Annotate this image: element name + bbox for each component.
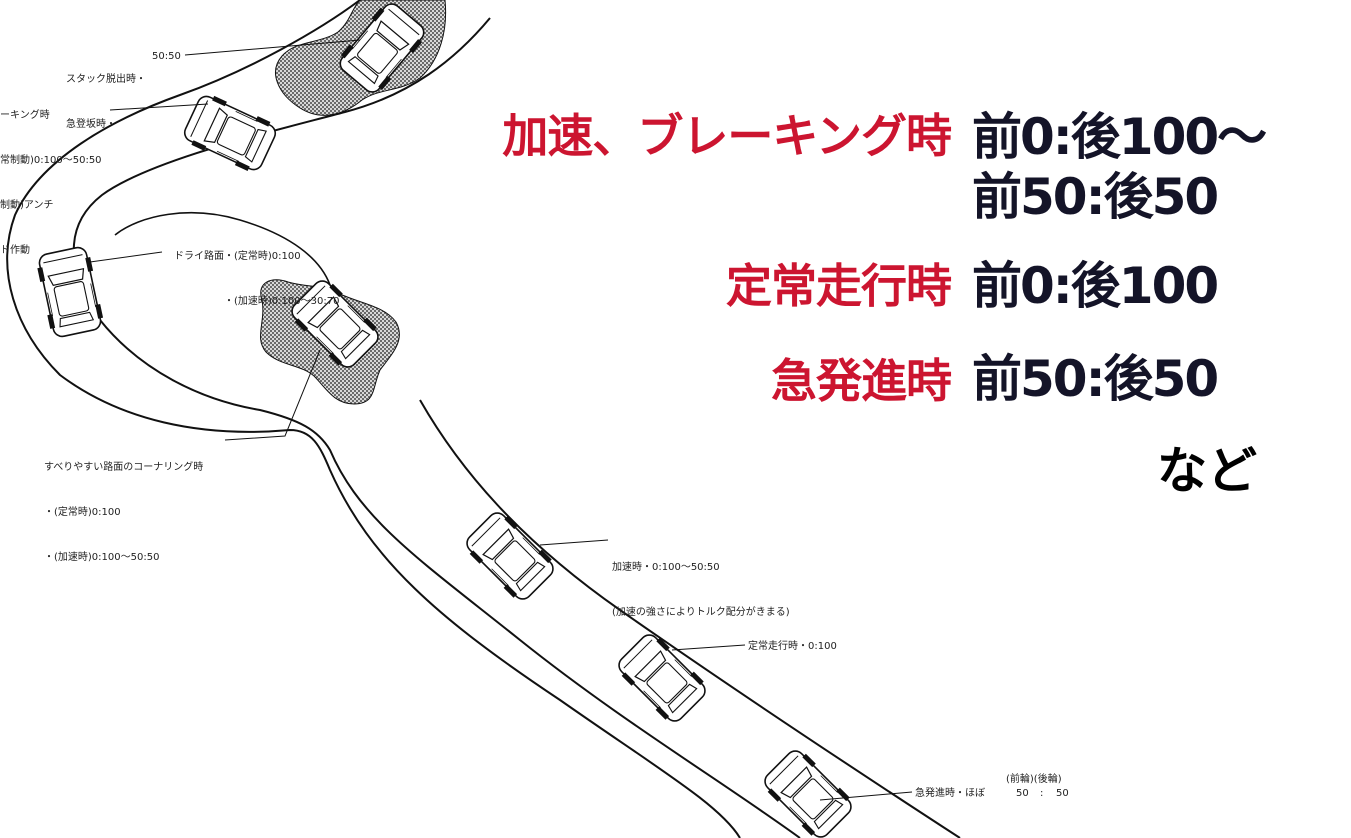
- callout-launch-line1: 急発進時・ほぼ: [915, 788, 985, 799]
- car-launch: [758, 744, 858, 838]
- callout-dry-line1: ドライ路面・(定常時)0:100: [174, 251, 301, 262]
- callout-accel-line2: (加速の強さによりトルク配分がきまる): [612, 607, 790, 618]
- callout-accel-line1: 加速時・0:100〜50:50: [612, 562, 720, 573]
- callout-launch-rear: 50: [1056, 788, 1069, 799]
- callout-slippery-line3: ・(加速時)0:100〜50:50: [44, 552, 160, 563]
- callout-launch-sep: :: [1040, 788, 1044, 799]
- callout-stuck-line2: 急登坂時・: [66, 119, 116, 130]
- headline-condition-braking: 加速、ブレーキング時: [502, 109, 952, 163]
- road-inner-edge: [72, 17, 801, 838]
- headline-ratio-braking-line1: 前0:後100〜: [972, 108, 1267, 166]
- callout-launch-header: (前輪)(後輪): [1006, 774, 1062, 785]
- car-braking: [179, 89, 281, 177]
- headline-ratio-launch: 前50:後50: [972, 350, 1219, 408]
- callout-launch-front: 50: [1016, 788, 1029, 799]
- road-outer-edge: [6, 0, 741, 838]
- callout-dry: ドライ路面・(定常時)0:100 ・(加速時)0:100〜30:70: [174, 219, 339, 324]
- callout-slippery-line2: ・(定常時)0:100: [44, 507, 121, 518]
- road-dry-loop: [114, 211, 331, 286]
- callout-dry-line2: ・(加速時)0:100〜30:70: [224, 296, 340, 307]
- car-steady: [612, 628, 712, 728]
- callout-slippery-line1: すべりやすい路面のコーナリング時: [44, 462, 204, 473]
- callout-stuck: スタック脱出時・ 急登坂時・: [66, 42, 146, 147]
- callout-stuck-value: 50:50: [152, 51, 181, 62]
- road-edge-lower: [419, 399, 961, 838]
- headline-condition-launch: 急発進時: [771, 354, 952, 408]
- callout-accel: 加速時・0:100〜50:50 (加速の強さによりトルク配分がきまる): [612, 530, 790, 635]
- callout-braking-line2: 常制動)0:100〜50:50: [0, 155, 102, 166]
- callout-steady: 定常走行時・0:100: [748, 641, 837, 652]
- callout-braking-line1: ーキング時: [0, 110, 50, 121]
- callout-braking-line3: 制動)アンチ: [0, 200, 54, 211]
- callout-braking: ーキング時 常制動)0:100〜50:50 制動)アンチ ド作動: [0, 78, 102, 273]
- headline-etc: など: [1157, 442, 1257, 500]
- headline-ratio-steady: 前0:後100: [972, 257, 1219, 315]
- headline-condition-steady: 定常走行時: [726, 259, 952, 313]
- car-accel: [460, 506, 560, 606]
- callout-stuck-line1: スタック脱出時・: [66, 74, 146, 85]
- headline-ratio-braking-line2: 前50:後50: [972, 168, 1219, 226]
- callout-braking-line4: ド作動: [0, 245, 30, 256]
- callout-slippery: すべりやすい路面のコーナリング時 ・(定常時)0:100 ・(加速時)0:100…: [44, 430, 203, 580]
